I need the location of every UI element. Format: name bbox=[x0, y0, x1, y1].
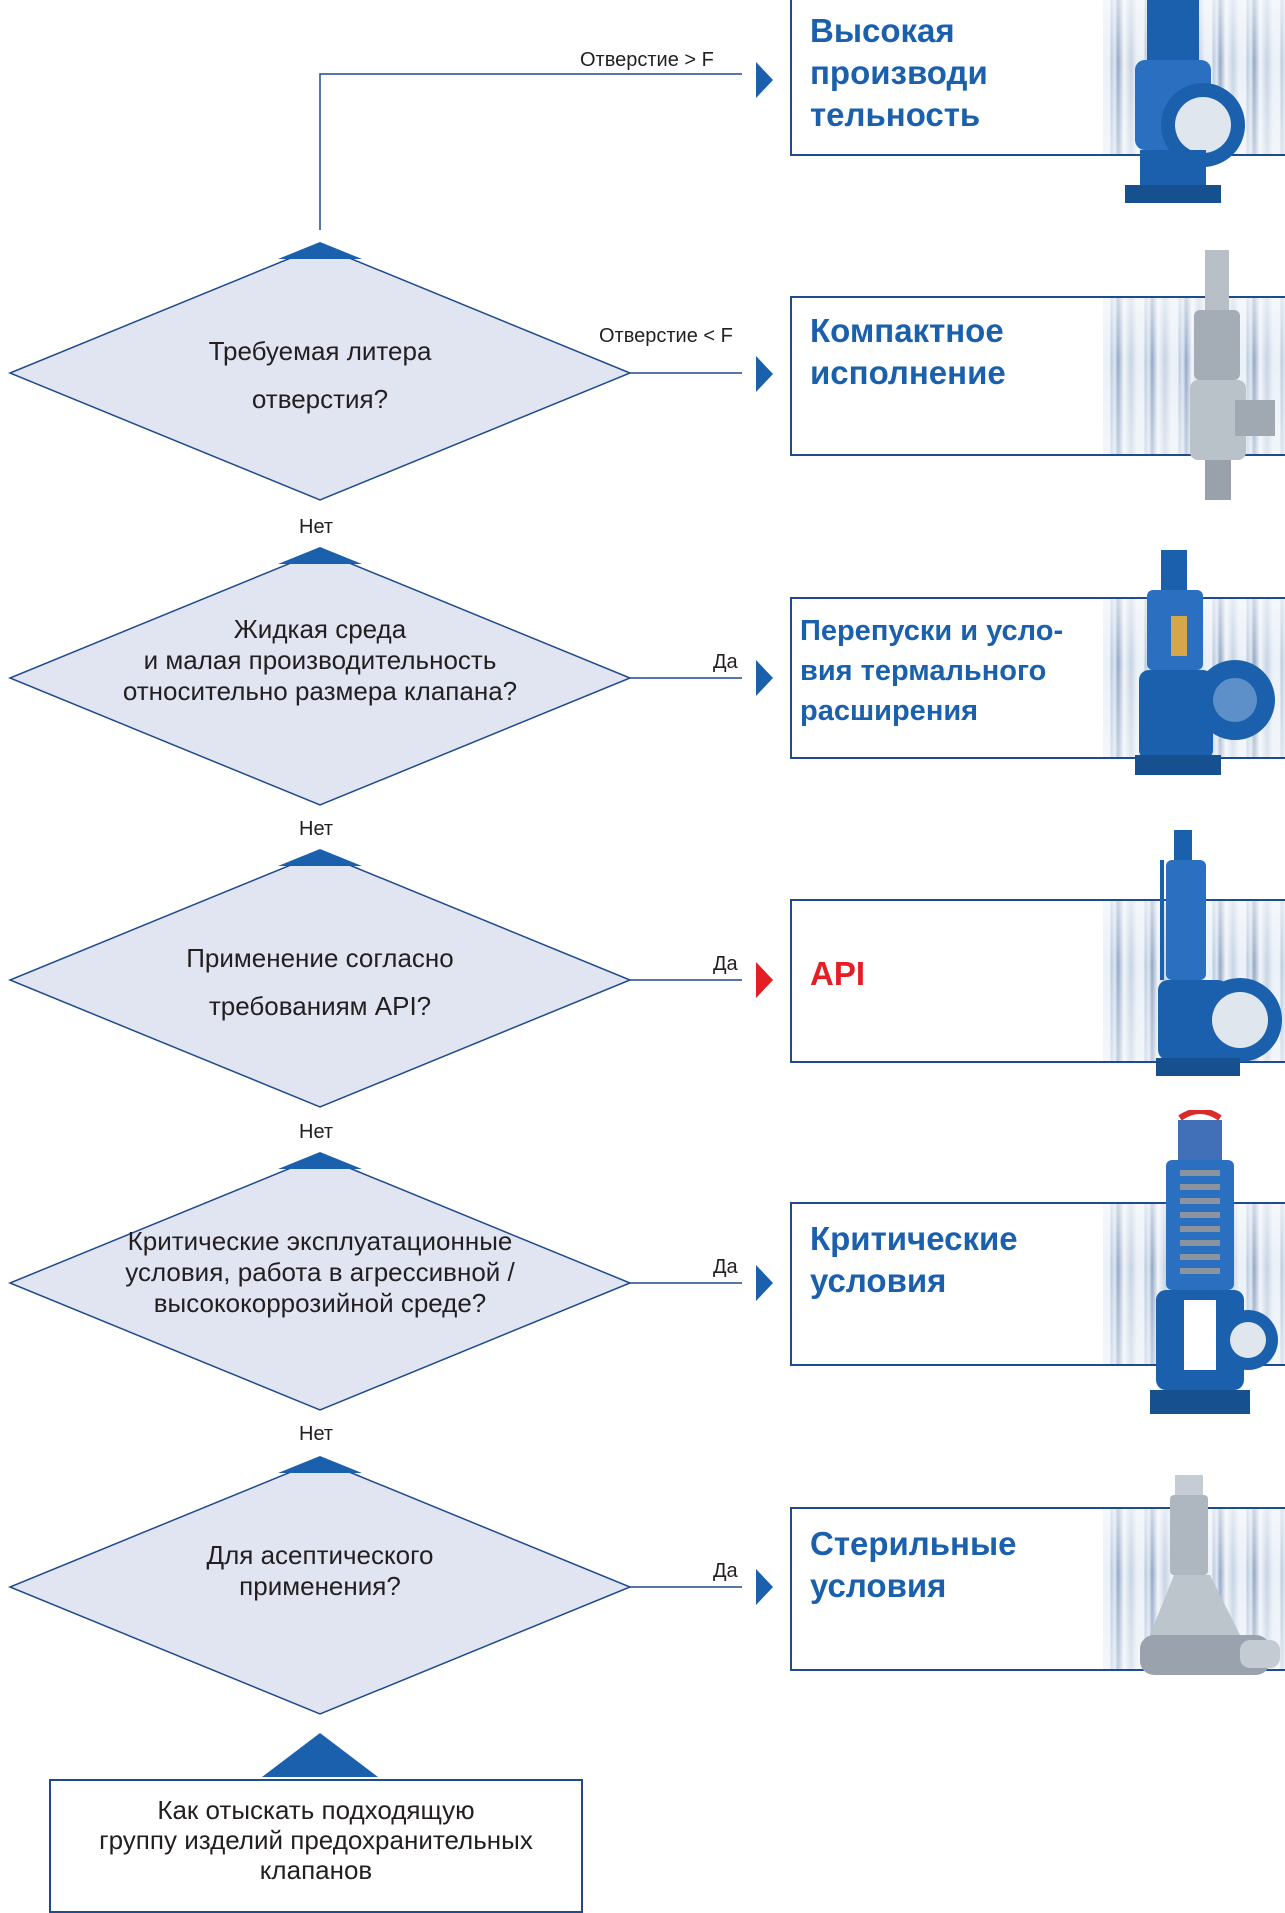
edge-label-yes-2: Да bbox=[713, 953, 738, 975]
decision-text-2: Жидкая среда и малая производительность … bbox=[122, 614, 518, 706]
triangle-marker-2 bbox=[278, 547, 362, 564]
decision-text-5: Для асептического применения? bbox=[206, 1540, 434, 1601]
arrow-to-result-2 bbox=[756, 356, 773, 392]
bypass-valve-image bbox=[1135, 550, 1275, 775]
decision-text-3: Применение согласно требованиям API? bbox=[186, 943, 454, 1021]
arrow-to-result-4 bbox=[756, 962, 773, 998]
start-triangle-marker bbox=[262, 1733, 378, 1777]
result-title: Стерильные условия bbox=[810, 1525, 1017, 1604]
edge-label-yes-3: Да bbox=[713, 1256, 738, 1278]
decision-diamond-1 bbox=[8, 245, 632, 501]
decision-text-4: Критические эксплуатационные условия, ра… bbox=[125, 1226, 515, 1318]
triangle-marker-5 bbox=[278, 1456, 362, 1473]
edge-label-orifice-lt: Отверстие < F bbox=[599, 325, 733, 347]
decision-diamond-3 bbox=[8, 852, 632, 1108]
edge-label-no-4: Нет bbox=[299, 1423, 334, 1445]
result-box-high-capacity: Высокая производи тельность bbox=[790, 0, 1285, 156]
arrow-to-result-1 bbox=[756, 62, 773, 98]
decision-diamond-5 bbox=[8, 1459, 632, 1715]
triangle-marker-1 bbox=[278, 242, 362, 259]
edge-label-orifice-gt: Отверстие > F bbox=[580, 49, 714, 71]
edge-label-no-3: Нет bbox=[299, 1121, 334, 1143]
result-title-api: API bbox=[810, 955, 866, 992]
edge-label-no-2: Нет bbox=[299, 818, 334, 840]
critical-valve-image bbox=[1150, 1110, 1278, 1414]
start-text: Как отыскать подходящую группу изделий п… bbox=[99, 1795, 533, 1885]
arrow-to-result-5 bbox=[756, 1265, 773, 1301]
start-box: Как отыскать подходящую группу изделий п… bbox=[49, 1779, 583, 1913]
edge-label-no-1: Нет bbox=[299, 516, 334, 538]
result-title: Компактное исполнение bbox=[810, 312, 1006, 391]
arrow-to-result-3 bbox=[756, 660, 773, 696]
result-title: Высокая производи тельность bbox=[810, 12, 988, 133]
connector-orifice-gt bbox=[319, 73, 742, 230]
decision-diamond-4 bbox=[8, 1155, 632, 1411]
edge-label-yes-4: Да bbox=[713, 1560, 738, 1582]
edge-label-yes-1: Да bbox=[713, 651, 738, 673]
result-title: Перепуски и усло- вия термального расшир… bbox=[800, 615, 1064, 727]
api-valve-image bbox=[1156, 830, 1282, 1076]
sterile-valve-image bbox=[1140, 1475, 1280, 1675]
result-title: Критические условия bbox=[810, 1220, 1018, 1299]
high-capacity-valve-image bbox=[1125, 0, 1245, 203]
decision-text-1: Требуемая литера отверстия? bbox=[208, 336, 432, 414]
decision-diamond-2 bbox=[8, 550, 632, 806]
compact-valve-image bbox=[1190, 250, 1275, 500]
triangle-marker-4 bbox=[278, 1152, 362, 1169]
arrow-to-result-6 bbox=[756, 1569, 773, 1605]
triangle-marker-3 bbox=[278, 849, 362, 866]
